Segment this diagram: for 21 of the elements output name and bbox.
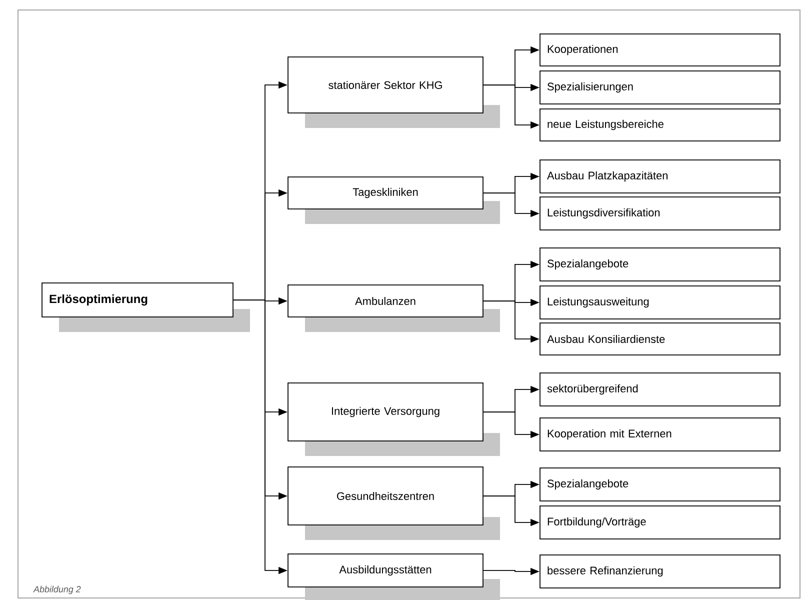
measure-box: Fortbildung/Vorträge xyxy=(540,506,780,540)
measure-box: Kooperation mit Externen xyxy=(540,418,780,452)
figure-caption: Abbildung 2 xyxy=(33,586,81,594)
measure-box: bessere Refinanzierung xyxy=(540,554,780,588)
measure-box: sektorübergreifend xyxy=(540,372,780,406)
category-box: Ausbildungsstätten xyxy=(288,554,484,588)
measure-box: neue Leistungsbereiche xyxy=(540,108,780,142)
category-box: Tageskliniken xyxy=(288,176,484,210)
category-box: stationärer Sektor KHG xyxy=(288,56,484,114)
measure-box: Spezialisierungen xyxy=(540,70,780,104)
category-box: Gesundheitszentren xyxy=(288,466,484,526)
measure-box: Spezialangebote xyxy=(540,248,780,282)
measure-box: Spezialangebote xyxy=(540,468,780,502)
category-box: Ambulanzen xyxy=(288,284,484,318)
measure-box: Ausbau Konsiliardienste xyxy=(540,322,780,356)
measure-box: Kooperationen xyxy=(540,34,780,66)
measure-box: Ausbau Platzkapazitäten xyxy=(540,160,780,194)
measure-box: Leistungsausweitung xyxy=(540,286,780,320)
root-box: Erlösoptimierung xyxy=(42,282,234,318)
category-box: Integrierte Versorgung xyxy=(288,382,484,442)
measure-box: Leistungsdiversifikation xyxy=(540,196,780,230)
